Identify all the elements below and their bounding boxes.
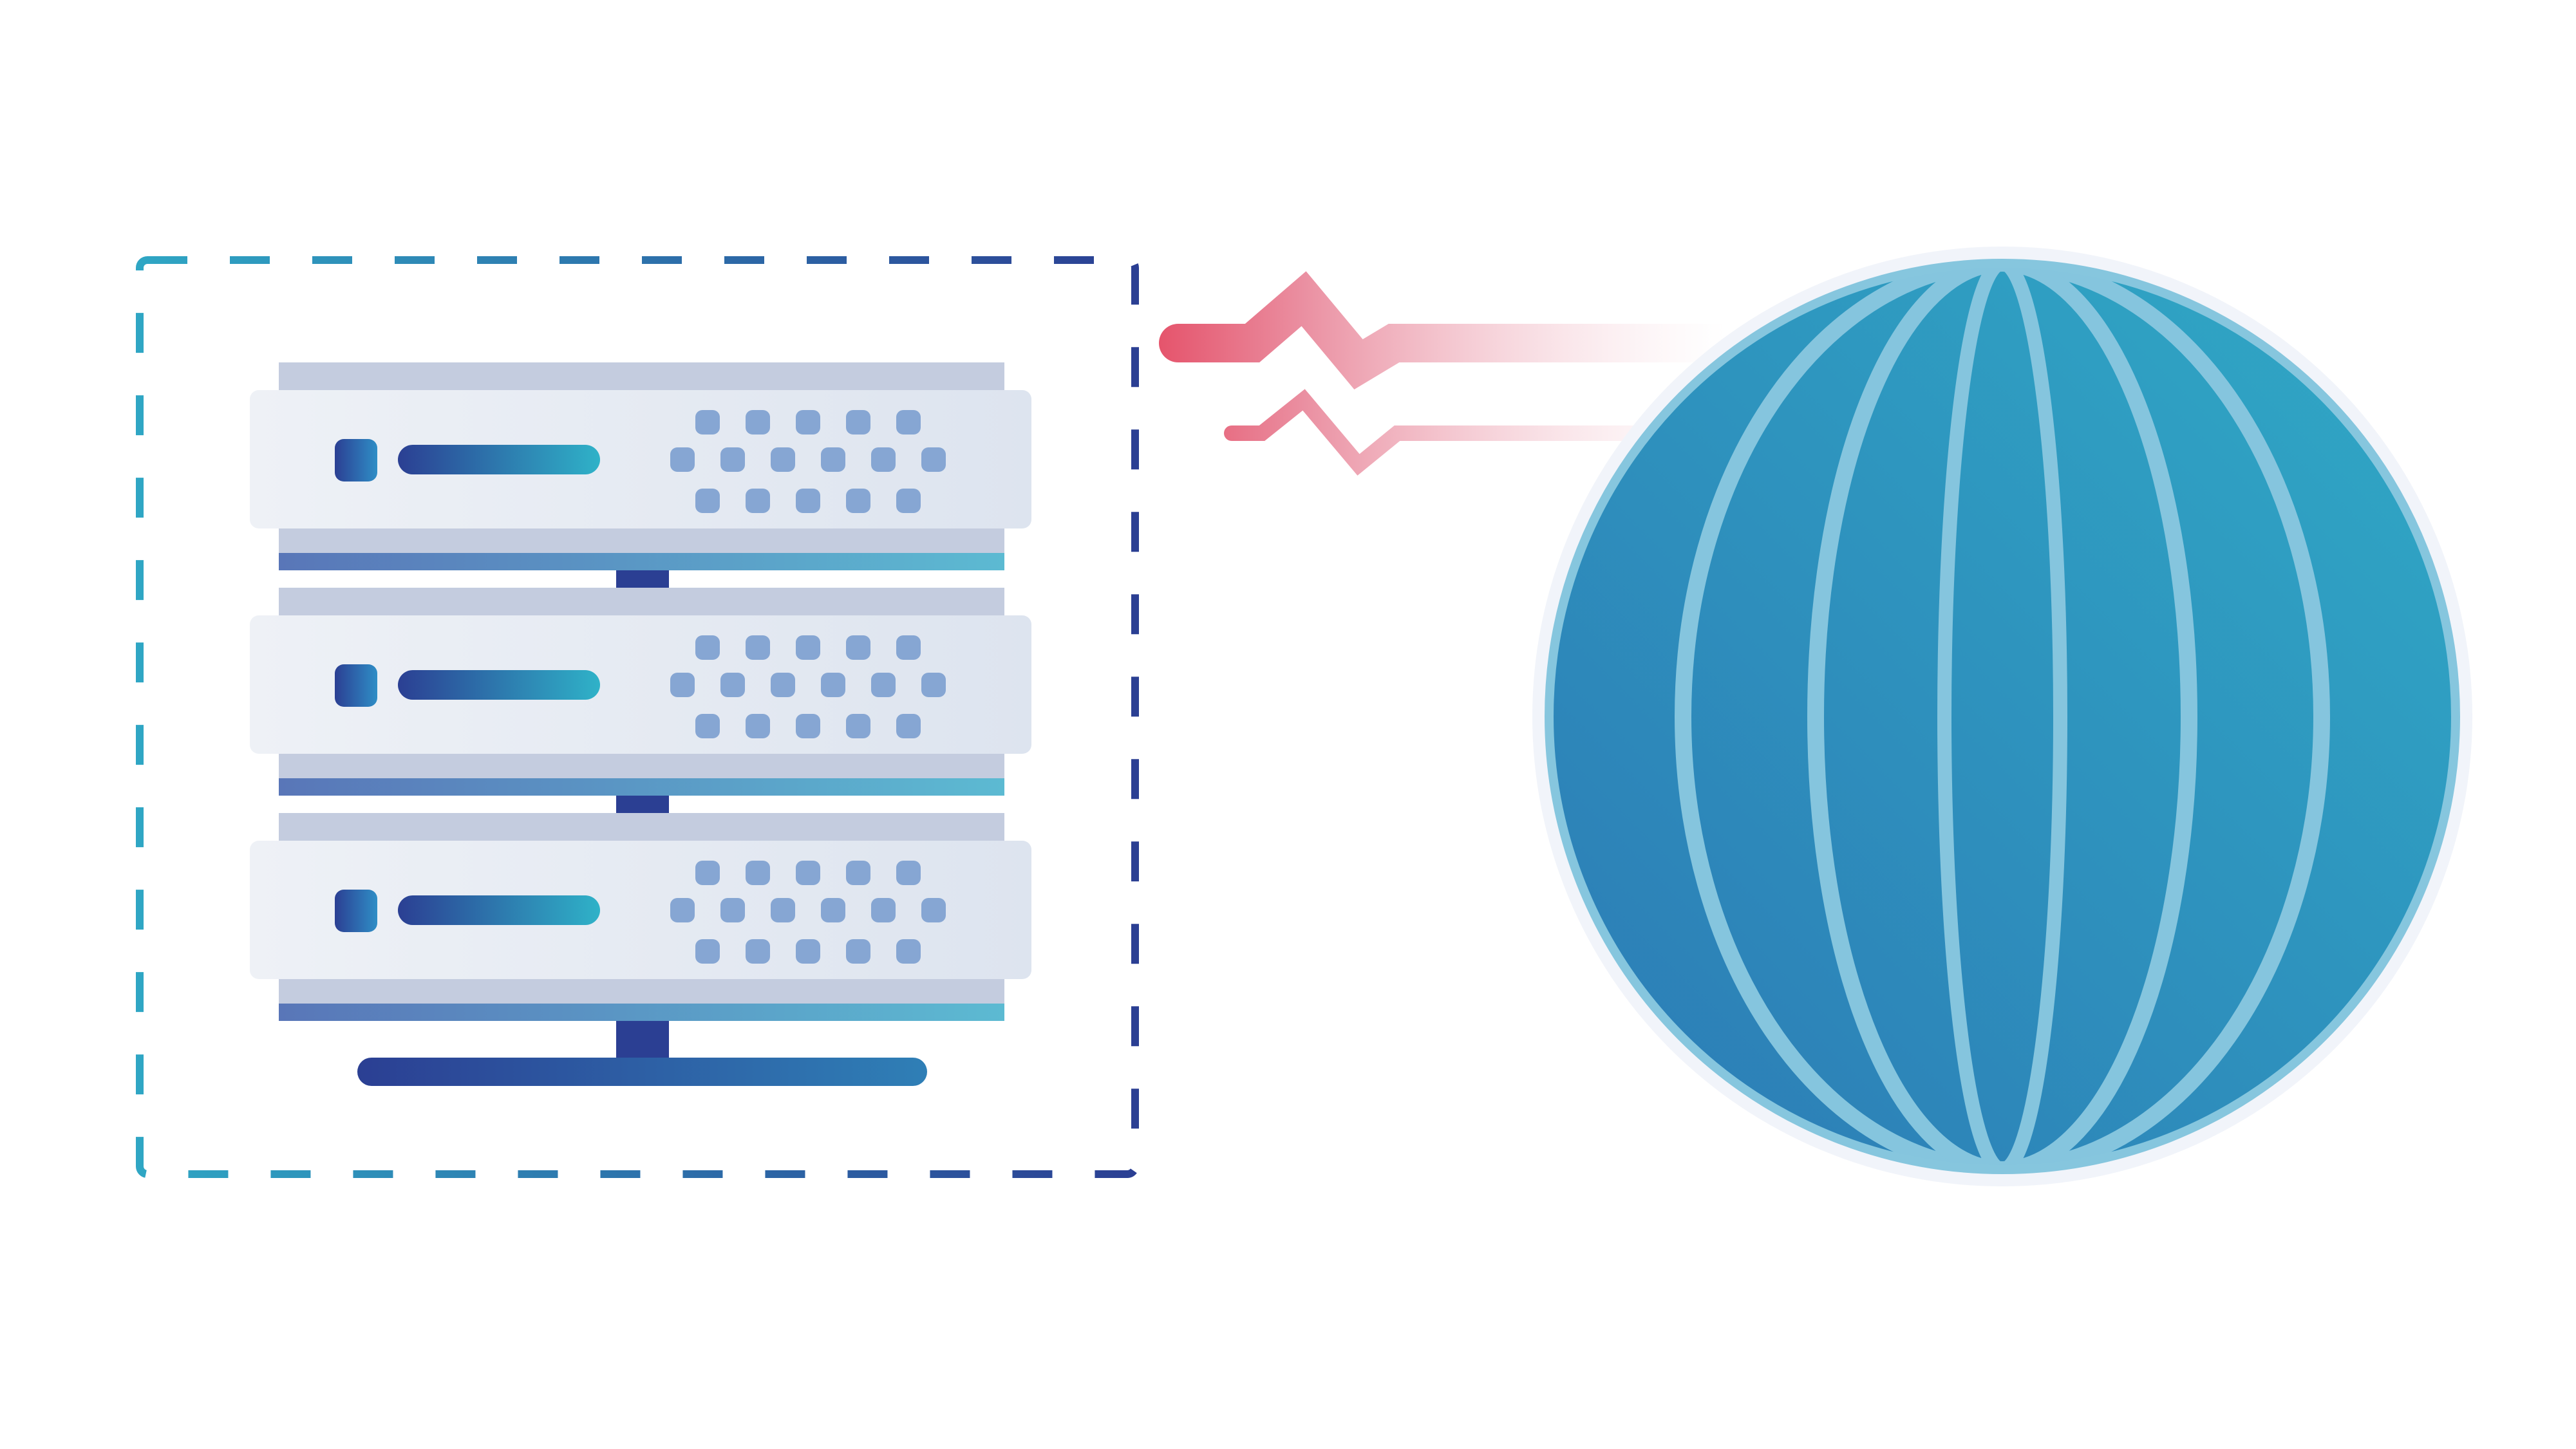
- indicator-dot: [695, 489, 720, 513]
- server-unit-bottom-shelf: [279, 528, 1004, 553]
- server-unit-2: [250, 588, 1031, 796]
- indicator-dot: [921, 673, 946, 697]
- server-unit-top-lip: [279, 362, 1004, 391]
- indicator-dot: [921, 447, 946, 472]
- server-unit-top-lip: [279, 588, 1004, 616]
- server-unit-face: [250, 615, 1031, 754]
- indicator-dot: [796, 635, 820, 660]
- indicator-dot: [846, 489, 870, 513]
- indicator-dot: [871, 673, 896, 697]
- indicator-dot: [871, 898, 896, 922]
- server-unit-3: [250, 813, 1031, 1021]
- indicator-dot: [846, 410, 870, 435]
- indicator-dot: [695, 939, 720, 964]
- drive-slot: [398, 670, 600, 700]
- rack-stand-foot: [357, 1058, 927, 1086]
- indicator-dot: [746, 939, 770, 964]
- indicator-dot: [896, 939, 921, 964]
- indicator-dots: [670, 861, 946, 964]
- indicator-dot: [670, 898, 695, 922]
- indicator-dot: [796, 714, 820, 738]
- rack-stand-post: [616, 1021, 669, 1060]
- internet-globe: [1532, 247, 2472, 1186]
- indicator-dot: [695, 714, 720, 738]
- indicator-dot: [695, 861, 720, 885]
- indicator-dot: [746, 861, 770, 885]
- indicator-dot: [771, 447, 795, 472]
- indicator-dot: [821, 447, 845, 472]
- indicator-dot: [670, 447, 695, 472]
- indicator-dot: [720, 673, 745, 697]
- indicator-dot: [896, 714, 921, 738]
- indicator-dot: [846, 939, 870, 964]
- server-unit-top-lip: [279, 813, 1004, 841]
- disrupted-connections: [1159, 271, 1745, 476]
- server-unit-base-strip: [279, 1004, 1004, 1021]
- indicator-dot: [720, 898, 745, 922]
- indicator-dot: [896, 635, 921, 660]
- indicator-dot: [846, 635, 870, 660]
- drive-slot: [398, 445, 600, 474]
- rack-connector-post: [616, 570, 669, 590]
- power-led-icon: [335, 439, 377, 481]
- on-premises-boundary: [136, 256, 1139, 1178]
- indicator-dot: [771, 898, 795, 922]
- indicator-dot: [846, 714, 870, 738]
- rack-connector-post: [616, 796, 669, 815]
- disrupted-connection-upper: [1159, 271, 1745, 389]
- indicator-dot: [921, 898, 946, 922]
- server-rack: [250, 362, 1031, 1086]
- server-unit-bottom-shelf: [279, 754, 1004, 778]
- indicator-dot: [796, 861, 820, 885]
- indicator-dot: [796, 939, 820, 964]
- server-unit-base-strip: [279, 553, 1004, 570]
- indicator-dot: [746, 635, 770, 660]
- power-led-icon: [335, 890, 377, 932]
- indicator-dot: [746, 489, 770, 513]
- server-unit-base-strip: [279, 778, 1004, 796]
- globe-outline: [1545, 259, 2460, 1174]
- indicator-dot: [896, 489, 921, 513]
- indicator-dot: [720, 447, 745, 472]
- indicator-dot: [821, 673, 845, 697]
- outbound-connections: [1002, 647, 1501, 908]
- indicator-dot: [796, 489, 820, 513]
- indicator-dot: [771, 673, 795, 697]
- indicator-dots: [670, 410, 946, 513]
- server-unit-face: [250, 841, 1031, 979]
- server-unit-face: [250, 390, 1031, 528]
- indicator-dot: [695, 635, 720, 660]
- indicator-dot: [796, 410, 820, 435]
- globe-meridian-middle: [1807, 263, 2197, 1170]
- indicator-dot: [670, 673, 695, 697]
- drive-slot: [398, 895, 600, 925]
- indicator-dot: [896, 861, 921, 885]
- indicator-dot: [821, 898, 845, 922]
- indicator-dot: [746, 410, 770, 435]
- indicator-dot: [746, 714, 770, 738]
- indicator-dot: [896, 410, 921, 435]
- indicator-dot: [846, 861, 870, 885]
- server-unit-1: [250, 362, 1031, 570]
- power-led-icon: [335, 664, 377, 707]
- globe-grid: [1549, 263, 2456, 1170]
- server-unit-bottom-shelf: [279, 979, 1004, 1004]
- globe-meridian-outer: [1675, 263, 2330, 1170]
- indicator-dots: [670, 635, 946, 738]
- disrupted-connection-lower: [1224, 389, 1682, 476]
- indicator-dot: [695, 410, 720, 435]
- indicator-dot: [871, 447, 896, 472]
- globe-meridian-inner: [1937, 263, 2067, 1170]
